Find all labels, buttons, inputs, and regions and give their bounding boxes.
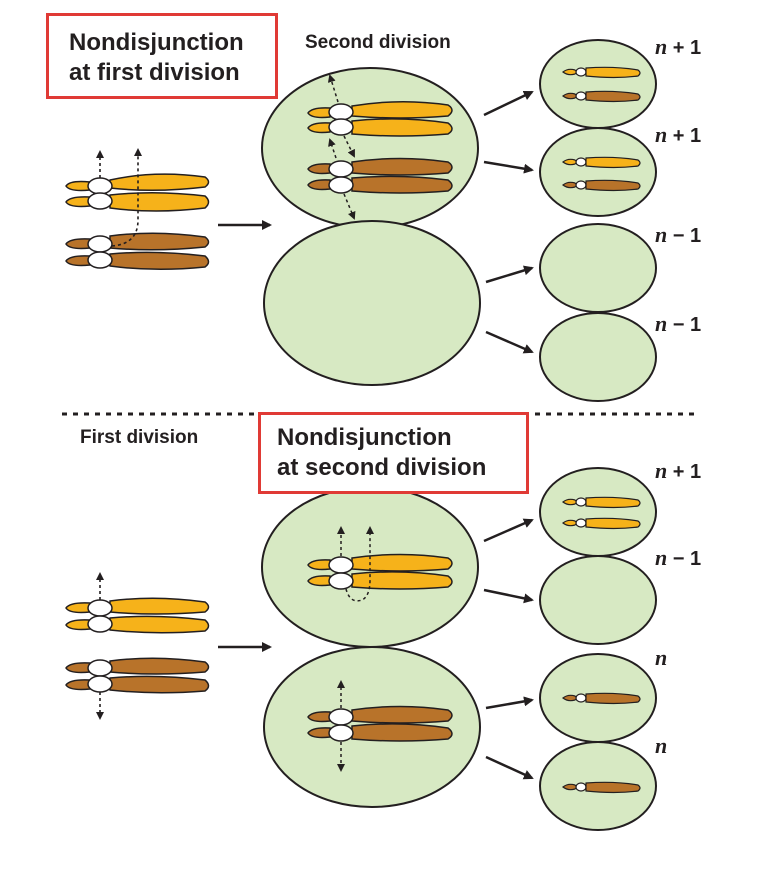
- top-upper-cell-movement-arrows: [327, 74, 356, 220]
- bottom-gamete-1: [539, 467, 657, 557]
- top-ploidy-1: n + 1: [655, 34, 702, 59]
- arrow-to-gamete-8: [485, 755, 534, 780]
- top-secondary-cell-lower: [263, 220, 481, 386]
- top-gamete-4: [539, 312, 657, 402]
- bottom-upper-cell-movement-arrows: [337, 526, 374, 602]
- top-secondary-cell-upper: [261, 67, 479, 229]
- arrow-to-gamete-1: [483, 90, 534, 117]
- top-ploidy-3: n − 1: [655, 222, 702, 247]
- top-title-line2: at first division: [69, 59, 240, 86]
- top-gamete-2-chromosomes: [562, 156, 641, 192]
- arrow-to-gamete-5: [483, 518, 534, 543]
- bottom-upper-cell-yellow-chromosome: [307, 553, 453, 590]
- arrow-to-gamete-7: [485, 696, 534, 710]
- bottom-ploidy-4: n: [655, 733, 668, 758]
- top-ploidy-2: n + 1: [655, 122, 702, 147]
- top-gamete-3: [539, 223, 657, 313]
- bottom-title-line1: Nondisjunction: [277, 424, 452, 451]
- top-parent-yellow-chromosome: [65, 173, 210, 212]
- top-parent-movement-arrows: [96, 148, 142, 247]
- top-ploidy-4: n − 1: [655, 311, 702, 336]
- bottom-parent-brown-chromosome: [65, 657, 210, 694]
- bottom-parent-yellow-chromosome: [65, 597, 210, 634]
- bottom-ploidy-1: n + 1: [655, 458, 702, 483]
- top-gamete-1: [539, 39, 657, 129]
- bottom-gamete-1-chromosomes: [562, 496, 641, 530]
- bottom-ploidy-2: n − 1: [655, 545, 702, 570]
- top-upper-cell-brown-chromosome: [307, 157, 453, 194]
- bottom-title-box: Nondisjunction at second division: [258, 412, 529, 494]
- bottom-ploidy-3: n: [655, 645, 668, 670]
- top-gamete-1-chromosomes: [562, 66, 641, 103]
- arrow-to-gamete-2: [483, 160, 534, 174]
- bottom-gamete-4-chromosome: [562, 781, 641, 794]
- bottom-gamete-2: [539, 555, 657, 645]
- top-parent-brown-chromosome: [65, 232, 210, 270]
- first-division-label: First division: [80, 427, 199, 448]
- bottom-title-line2: at second division: [277, 454, 487, 481]
- arrow-to-gamete-6: [483, 588, 534, 604]
- top-gamete-2: [539, 127, 657, 217]
- top-title-box: Nondisjunction at first division: [46, 13, 278, 99]
- bottom-lower-cell-brown-chromosome: [307, 705, 453, 742]
- top-upper-cell-yellow-chromosome: [307, 101, 453, 137]
- top-title-line1: Nondisjunction: [69, 29, 244, 56]
- bottom-gamete-3-chromosome: [562, 692, 641, 705]
- arrow-to-gamete-4: [485, 330, 534, 354]
- second-division-label: Second division: [305, 32, 451, 53]
- arrow-to-gamete-3: [485, 265, 534, 284]
